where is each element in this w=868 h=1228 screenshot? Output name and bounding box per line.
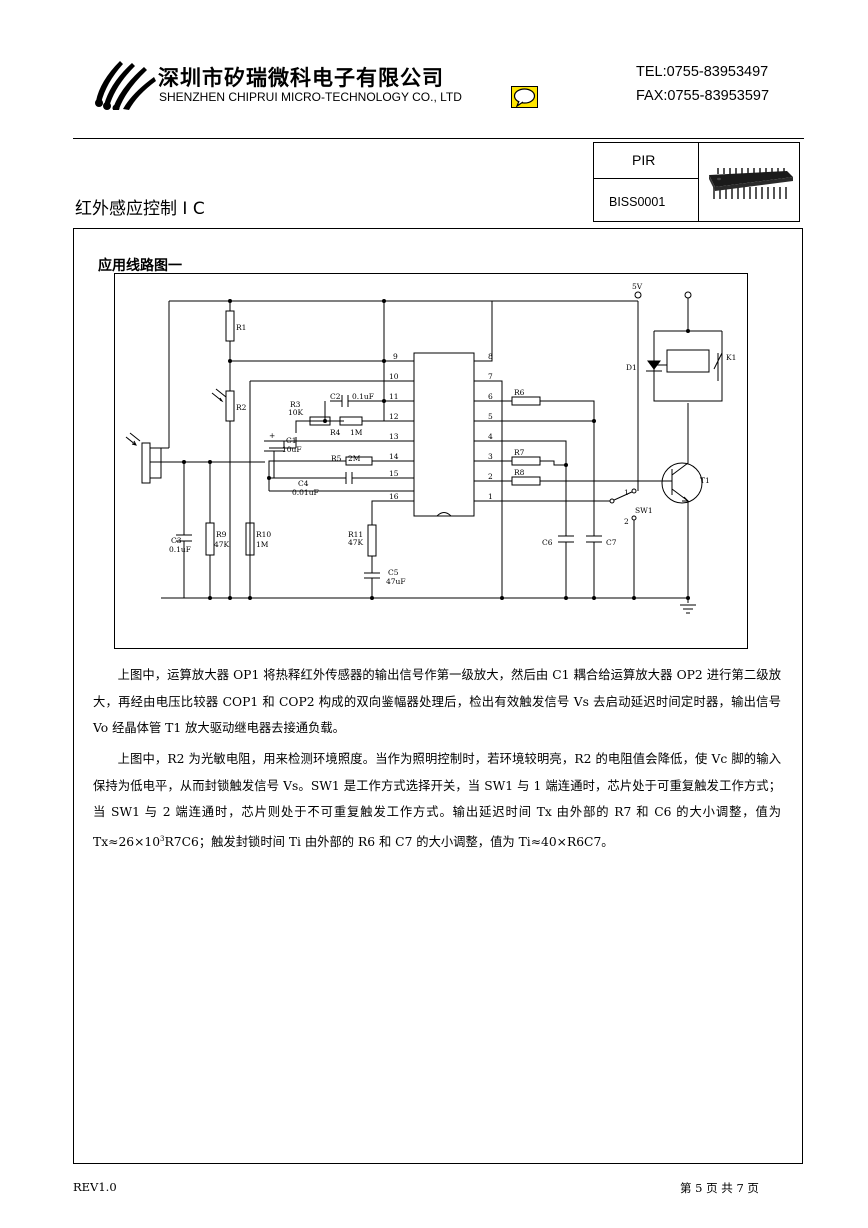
pin-label: 8 [488, 352, 493, 361]
product-category: PIR [632, 152, 656, 168]
pir-sensor-icon [125, 432, 162, 484]
telephone-number: TEL:0755-83953497 [636, 64, 769, 80]
paragraph-2-text-end: R7C6；触发封锁时间 Ti 由外部的 R6 和 C7 的大小调整，值为 Ti≈… [164, 834, 614, 849]
label-r5: R5 [331, 454, 342, 463]
pin-label: 14 [389, 452, 399, 461]
description-paragraph-1: 上图中，运算放大器 OP1 将热释红外传感器的输出信号作第一级放大，然后由 C1… [93, 668, 781, 735]
company-name-cn: 深圳市矽瑞微科电子有限公司 [158, 66, 444, 90]
photoresistor-light-icon [211, 388, 227, 403]
label-c6: C6 [542, 538, 553, 547]
product-info-table: PIR BISS0001 [593, 142, 800, 222]
revision-label: REV1.0 [73, 1180, 117, 1194]
paragraph-2-text: 上图中，R2 为光敏电阻，用来检测环境照度。当作为照明控制时，若环境较明亮，R2… [93, 752, 781, 849]
pin-label: 1 [488, 492, 493, 501]
label-r4-value: 1M [350, 428, 363, 437]
transistor-t1 [661, 462, 703, 504]
label-c3: C3 [171, 536, 182, 545]
company-logo-icon [95, 61, 156, 110]
ic-chip-body [413, 352, 475, 517]
label-c2-value: 0.1uF [352, 392, 374, 401]
label-r8: R8 [514, 468, 525, 477]
label-c1-plus: + [269, 431, 275, 440]
label-r7: R7 [514, 448, 525, 457]
pin-label: 15 [389, 469, 399, 478]
label-r3-value: 10K [288, 408, 304, 417]
label-r1: R1 [236, 323, 246, 332]
label-r9: R9 [216, 530, 227, 539]
pin-label: 10 [389, 372, 399, 381]
table-vertical-divider [698, 143, 699, 221]
label-r6: R6 [514, 388, 525, 397]
pin-label: 11 [389, 392, 399, 401]
fax-number: FAX:0755-83953597 [636, 88, 770, 104]
pin-label: 7 [488, 372, 493, 381]
product-model: BISS0001 [609, 195, 666, 209]
content-frame [73, 228, 803, 1164]
table-horizontal-divider [594, 178, 698, 179]
label-r10-value: 1M [256, 540, 269, 549]
label-c1-value: 10uF [282, 445, 302, 454]
pin-label: 5 [488, 412, 493, 421]
label-r3: R3 [290, 400, 301, 409]
label-c1: C1 [286, 436, 297, 445]
label-c7: C7 [606, 538, 617, 547]
chat-bubble-icon[interactable] [511, 86, 538, 108]
pin-label: 4 [488, 432, 493, 441]
description-paragraph-2: 上图中，R2 为光敏电阻，用来检测环境照度。当作为照明控制时，若环境较明亮，R2… [93, 746, 781, 855]
label-sw-pos1: 1 [624, 488, 629, 497]
pin-label: 9 [393, 352, 398, 361]
label-c5: C5 [388, 568, 399, 577]
circuit-diagram-frame [114, 273, 748, 649]
label-r9-value: 47K [214, 540, 230, 549]
ic-chip-image [709, 168, 793, 199]
application-circuit-diagram: 9 10 11 12 13 14 15 16 8 7 6 5 4 3 2 1 R… [125, 282, 736, 614]
label-5v: 5V [632, 282, 643, 291]
pin-label: 16 [389, 492, 399, 501]
label-c4-value: 0.01uF [292, 488, 319, 497]
label-r11-value: 47K [348, 538, 364, 547]
label-r2: R2 [236, 403, 247, 412]
label-c4: C4 [298, 479, 309, 488]
header-divider [73, 138, 804, 139]
label-k1: K1 [726, 353, 736, 362]
label-c5-value: 47uF [386, 577, 406, 586]
label-r5-value: 2M [348, 454, 361, 463]
pin-label: 3 [488, 452, 493, 461]
label-sw1: SW1 [635, 506, 653, 515]
pin-label: 12 [389, 412, 399, 421]
label-c3-value: 0.1uF [169, 545, 191, 554]
label-c2: C2 [330, 392, 341, 401]
label-t1: T1 [700, 476, 710, 485]
label-r4: R4 [330, 428, 341, 437]
label-r11: R11 [348, 530, 363, 539]
label-d1: D1 [626, 363, 637, 372]
page-number: 第 5 页 共 7 页 [680, 1181, 759, 1195]
label-r10: R10 [256, 530, 271, 539]
section-title: 应用线路图一 [98, 258, 182, 274]
exponent: 3 [160, 834, 165, 843]
company-name-en: SHENZHEN CHIPRUI MICRO-TECHNOLOGY CO., L… [159, 90, 462, 104]
document-title: 红外感应控制 I C [75, 199, 205, 219]
pin-label: 13 [389, 432, 399, 441]
pin-label: 6 [488, 392, 493, 401]
pin-label: 2 [488, 472, 493, 481]
label-sw-pos2: 2 [624, 517, 629, 526]
